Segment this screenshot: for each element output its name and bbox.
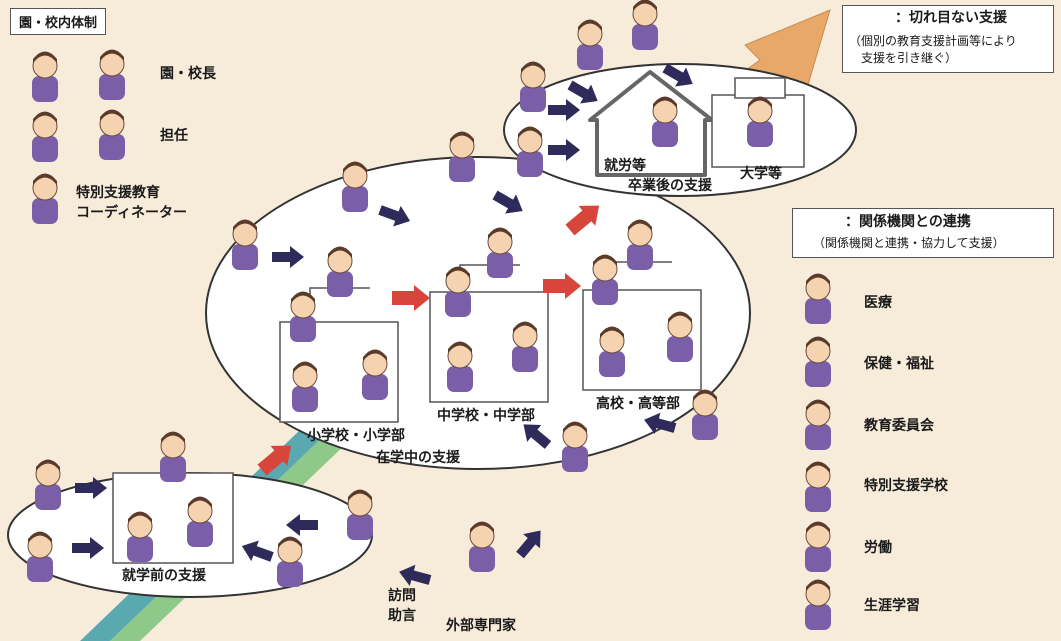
legend-teacher-label: 担任 xyxy=(160,128,188,144)
high-school-label: 高校・高等部 xyxy=(596,396,680,412)
preschool-support-label: 就学前の支援 xyxy=(122,568,206,584)
seamless-legend-box: ：切れ目ない支援 （個別の教育支援計画等により 支援を引き継ぐ） xyxy=(842,5,1054,73)
external-expert-label: 外部専門家 xyxy=(446,618,516,634)
in-school-support-label: 在学中の支援 xyxy=(376,450,460,466)
advice-label: 助言 xyxy=(388,608,416,624)
university-label: 大学等 xyxy=(740,166,782,182)
cooperation-legend-title: ：関係機関との連携 xyxy=(845,214,971,230)
legend-principal-label: 園・校長 xyxy=(160,66,216,82)
elementary-label: 小学校・小学部 xyxy=(307,428,405,444)
agency-medical: 医療 xyxy=(864,295,892,311)
legend-coordinator-label-1: 特別支援教育 xyxy=(76,185,160,201)
agency-education-board: 教育委員会 xyxy=(864,418,934,434)
work-label: 就労等 xyxy=(604,158,646,174)
work-house xyxy=(588,70,714,177)
seamless-legend-note-2: 支援を引き継ぐ） xyxy=(861,51,958,65)
agency-lifelong-learning: 生涯学習 xyxy=(864,598,920,614)
legend-coordinator-label-2: コーディネーター xyxy=(76,205,188,221)
after-graduation-label: 卒業後の支援 xyxy=(628,178,712,194)
agency-labor: 労働 xyxy=(864,540,892,556)
visit-label: 訪問 xyxy=(388,588,416,604)
cooperation-legend-note: （関係機関と連携・協力して支援） xyxy=(813,236,1005,250)
agency-special-school: 特別支援学校 xyxy=(864,478,948,494)
cooperation-legend-box: ：関係機関との連携 （関係機関と連携・協力して支援） xyxy=(792,208,1054,258)
agency-health-welfare: 保健・福祉 xyxy=(864,356,934,372)
seamless-legend-note-1: （個別の教育支援計画等により xyxy=(849,34,1017,48)
school-system-legend-title: 園・校内体制 xyxy=(10,8,107,35)
seamless-legend-title: ：切れ目ない支援 xyxy=(895,10,1007,26)
junior-high-label: 中学校・中学部 xyxy=(437,408,535,424)
